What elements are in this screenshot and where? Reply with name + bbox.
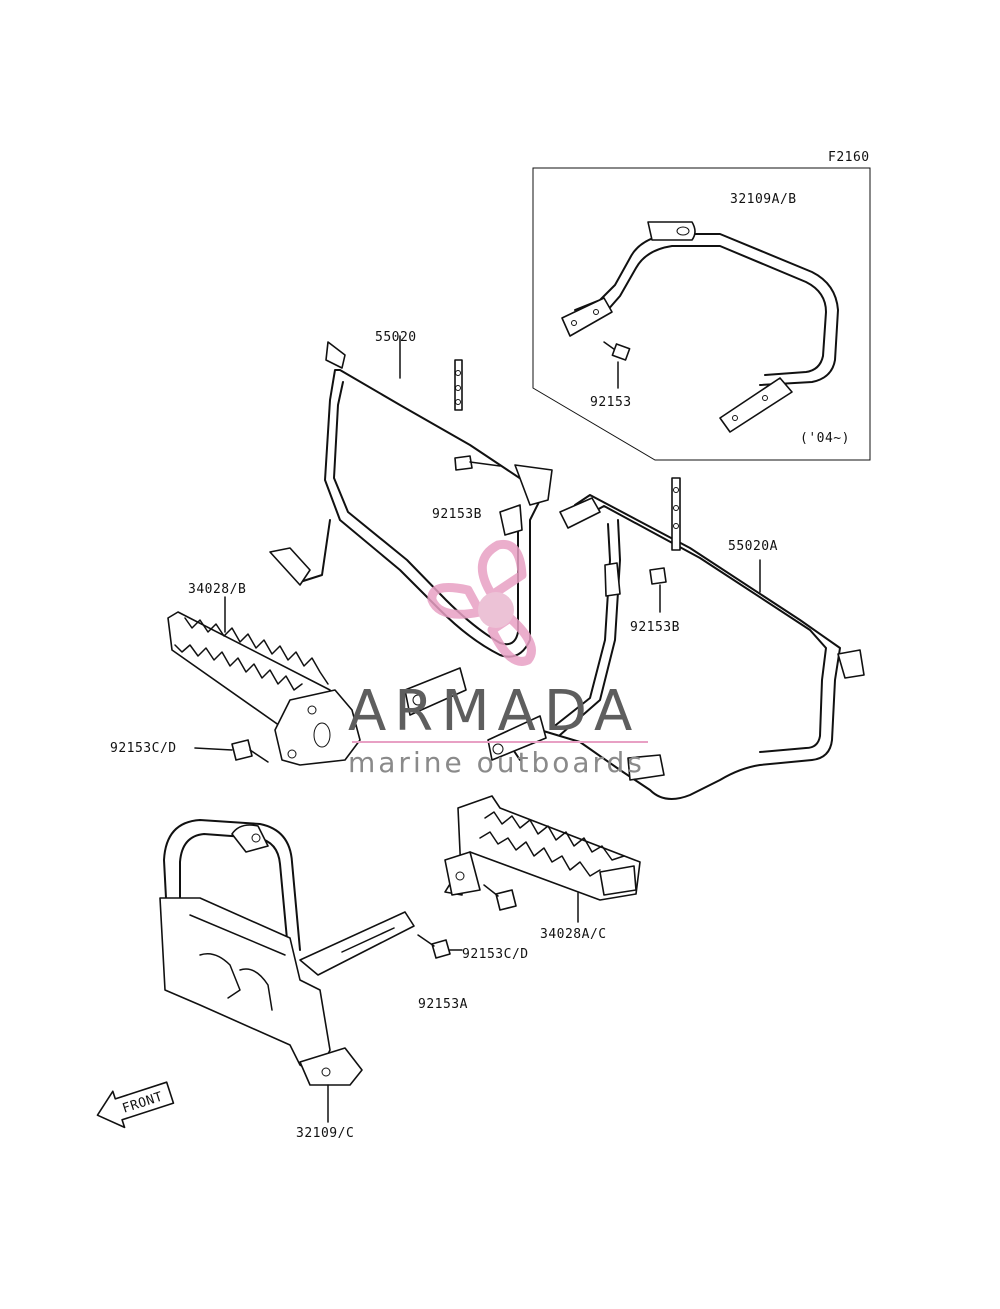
footrest-frame-right (487, 477, 865, 800)
watermark-tagline: marine outboards (348, 746, 645, 779)
footpeg-step-left (167, 596, 361, 766)
armada-watermark: ARMADA marine outboards (348, 539, 648, 779)
callout-step-left: 34028/B (188, 582, 246, 597)
bolt-cd-left (194, 739, 269, 763)
callout-bolt-b-left: 92153B (432, 507, 482, 522)
rear-guard-bar-drawing (561, 221, 839, 433)
callout-bolt-b-right: 92153B (630, 620, 680, 635)
inset-note: ('04~) (800, 431, 850, 446)
front-direction-arrow: FRONT (96, 1081, 175, 1129)
front-guard (159, 819, 415, 1123)
callout-frame-right: 55020A (728, 539, 778, 554)
inset-bolt-label: 92153 (590, 395, 632, 410)
callout-step-right: 34028A/C (540, 927, 607, 942)
callout-bolt-a: 92153A (418, 997, 468, 1012)
watermark-brand: ARMADA (348, 679, 640, 744)
inset-box: 32109A/B 92153 ('04~) (532, 167, 871, 461)
figure-code: F2160 (828, 150, 870, 165)
propeller-logo-icon (427, 539, 536, 666)
callout-guard: 32109/C (296, 1126, 354, 1141)
inset-part-label: 32109A/B (730, 192, 797, 207)
callout-bolt-cd-right: 92153C/D (462, 947, 529, 962)
footpeg-step-right (444, 795, 641, 923)
bolt-cd-right (417, 884, 517, 959)
callout-bolt-cd-left: 92153C/D (110, 741, 177, 756)
callout-frame-left: 55020 (375, 330, 417, 345)
